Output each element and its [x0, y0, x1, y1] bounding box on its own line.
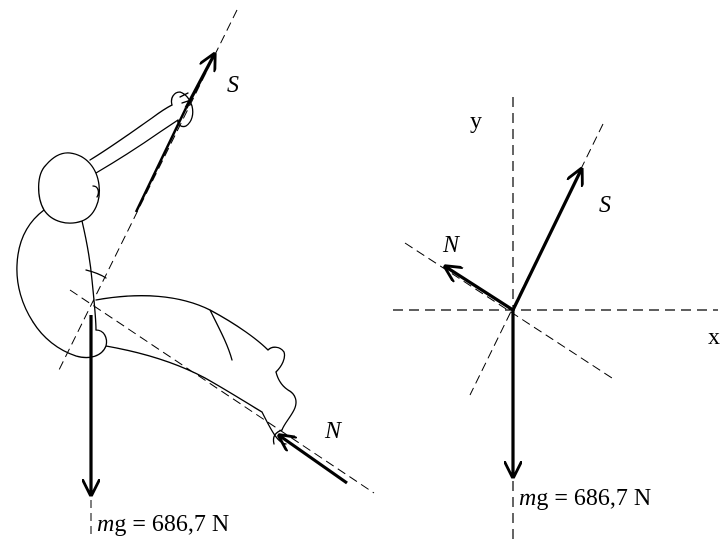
- axes-force-label-n: N: [442, 232, 461, 258]
- axes-force-label-s: S: [599, 192, 611, 218]
- rope-line: [57, 9, 238, 373]
- axes-force-arrow-n: [446, 267, 514, 312]
- axes-force-arrow-s: [511, 170, 581, 311]
- person-sketch: [16, 91, 297, 445]
- force-label-s: S: [227, 72, 239, 98]
- axes-weight-value: = 686,7 N: [548, 485, 651, 511]
- rope-segment: [134, 107, 188, 213]
- axes-weight-symbol-g: g: [536, 485, 548, 511]
- force-arrow-n: [280, 436, 348, 485]
- y-axis-label: y: [470, 108, 482, 134]
- force-arrow-s: [184, 55, 214, 109]
- surface-direction-line: [404, 242, 616, 381]
- axes-weight-label: mg = 686,7 N: [519, 485, 651, 511]
- x-axis-label: x: [708, 324, 720, 350]
- axes-weight-symbol-m: m: [519, 485, 536, 511]
- weight-symbol-m: m: [97, 511, 114, 537]
- climber-diagram: S N mg = 686,7 N: [16, 9, 375, 539]
- weight-symbol-g: g: [114, 511, 126, 537]
- force-label-n: N: [324, 418, 343, 444]
- weight-label: mg = 686,7 N: [97, 511, 229, 537]
- free-body-axes-diagram: y x S N mg = 686,7 N: [393, 97, 720, 539]
- weight-value: = 686,7 N: [126, 511, 229, 537]
- surface-line: [69, 289, 375, 494]
